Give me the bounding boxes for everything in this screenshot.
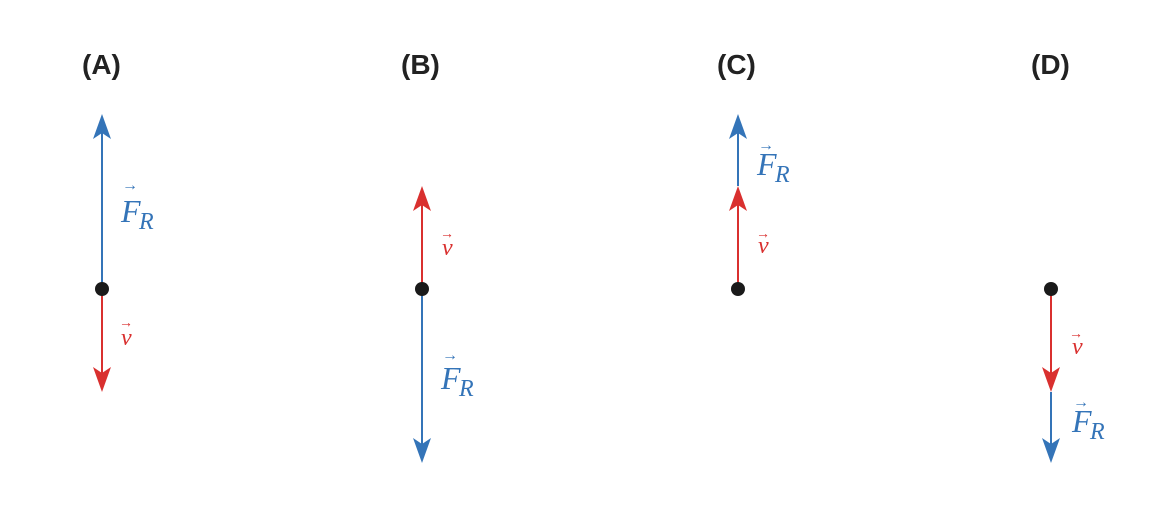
vector-arrow-mark: → [442,347,458,364]
vector-arrow-mark: → [119,316,133,331]
point-mass [95,282,109,296]
force-symbol: F [1071,403,1092,439]
vector-arrow-mark: → [1069,327,1083,342]
force-subscript: R [774,162,790,188]
vector-arrow-mark: → [122,177,138,194]
force-vector-label: → F R [1071,394,1105,445]
vector-arrow-mark: → [440,227,454,242]
panel-label-d: (D) [1031,49,1070,80]
force-vector-arrowhead [729,114,747,139]
velocity-vector-label: → v [1069,327,1083,360]
vector-arrow-mark: → [1073,394,1089,411]
force-subscript: R [138,209,154,235]
velocity-vector-label: → v [440,227,454,261]
velocity-vector-arrowhead [93,367,111,392]
force-vector-arrowhead [1042,438,1060,463]
velocity-vector-label: → v [119,316,133,351]
force-subscript: R [458,376,474,402]
force-vector-arrowhead [93,114,111,139]
velocity-symbol: v [121,325,132,351]
panel-a: (A) → F R → v [82,49,154,392]
force-subscript: R [1089,419,1105,445]
force-symbol: F [440,360,461,396]
panel-label-a: (A) [82,49,121,80]
velocity-symbol: v [442,235,453,261]
panel-label-c: (C) [717,49,756,80]
force-symbol: F [120,193,141,229]
velocity-vector-arrowhead [413,186,431,211]
point-mass [1044,282,1058,296]
force-vector-label: → F R [756,137,790,188]
panel-label-b: (B) [401,49,440,80]
force-vector-label: → F R [120,177,154,235]
vector-arrow-mark: → [756,227,770,242]
force-vector-arrowhead [413,438,431,463]
vector-arrow-mark: → [758,137,774,154]
velocity-symbol: v [1072,334,1083,360]
force-vector-label: → F R [440,347,474,402]
point-mass [731,282,745,296]
velocity-vector-arrowhead [1042,367,1060,392]
velocity-vector-arrowhead [729,186,747,211]
velocity-vector-label: → v [756,227,770,259]
panel-c: (C) → F R → v [717,49,790,296]
velocity-symbol: v [758,233,769,259]
force-symbol: F [756,146,777,182]
panel-b: (B) → v → F R [401,49,474,463]
point-mass [415,282,429,296]
panel-d: (D) → v → F R [1031,49,1105,463]
